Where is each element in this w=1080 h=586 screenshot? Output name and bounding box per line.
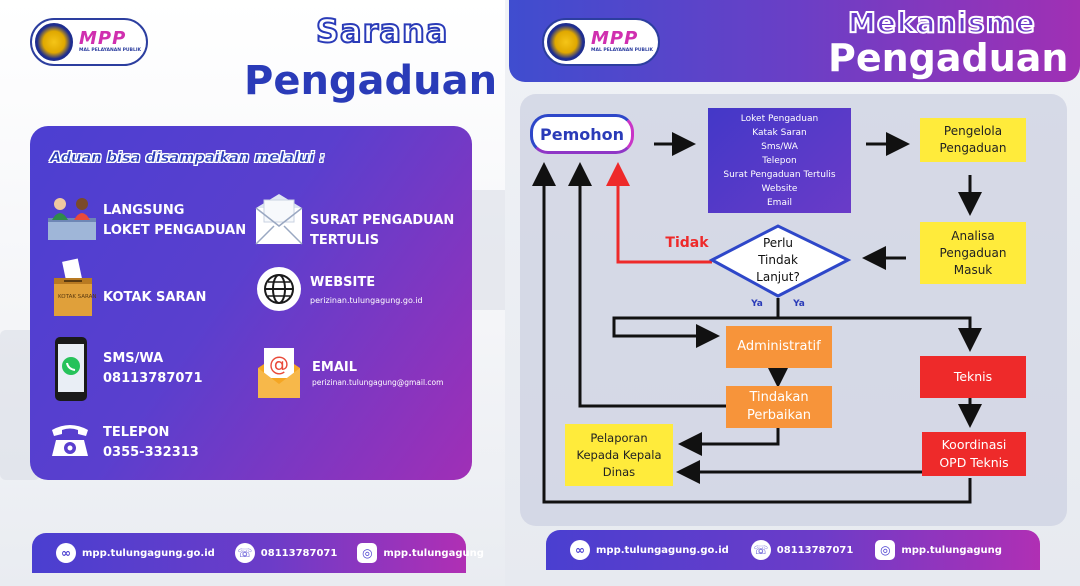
analisa-line: Pengaduan: [939, 245, 1007, 260]
telephone-icon: [52, 425, 88, 456]
channel-telepon-title: TELEPON: [103, 425, 170, 440]
analisa-line: Analisa: [951, 228, 995, 243]
mpp-logo: MPP MAL PELAYANAN PUBLIK: [30, 18, 148, 66]
footer-website[interactable]: ∞ mpp.tulungagung.go.id: [56, 543, 215, 563]
analisa-node: Analisa Pengaduan Masuk: [920, 222, 1026, 284]
email-icon: @: [258, 348, 300, 398]
channel-loket-title2: LOKET PENGADUAN: [103, 223, 247, 238]
counter-service-icon: [48, 198, 96, 240]
footer-instagram-text: mpp.tulungagung: [383, 547, 484, 559]
link-icon: ∞: [570, 540, 590, 560]
footer-phone-text: 08113787071: [260, 547, 338, 559]
footer-website-text: mpp.tulungagung.go.id: [596, 544, 729, 556]
analisa-line: Masuk: [953, 262, 993, 277]
tidak-label: Tidak: [665, 235, 709, 251]
suggestion-box-label: KOTAK SARAN: [58, 294, 97, 300]
ya-right-label: Ya: [793, 299, 805, 309]
envelope-icon: [255, 194, 303, 245]
channel-sms-title: SMS/WA: [103, 351, 164, 366]
globe-icon: [257, 267, 301, 311]
left-title-line1: Sarana: [315, 11, 449, 51]
footer-website-right[interactable]: ∞ mpp.tulungagung.go.id: [570, 540, 729, 560]
pelaporan-line: Kepada Kepala: [576, 447, 662, 462]
phone-icon: ☏: [750, 540, 771, 560]
pemohon-node: Pemohon: [530, 114, 634, 154]
footer-phone-right[interactable]: ☏ 08113787071: [750, 540, 854, 560]
channel-website-title: WEBSITE: [310, 275, 376, 290]
channel-telepon-number: 0355-332313: [103, 445, 199, 460]
pengelola-line: Pengaduan: [939, 141, 1007, 155]
right-title-line2: Pengaduan: [828, 36, 1069, 80]
logo-mpp-text-right: MPP: [591, 28, 639, 49]
footer-instagram-right[interactable]: ◎ mpp.tulungagung: [875, 540, 1002, 560]
channel-email-address: perizinan.tulungagung@gmail.com: [312, 378, 444, 387]
footer-instagram[interactable]: ◎ mpp.tulungagung: [357, 543, 484, 563]
phone-icon: ☏: [234, 543, 255, 563]
pengelola-node: Pengelola Pengaduan: [920, 118, 1026, 162]
decision-line: Perlu: [762, 235, 794, 250]
link-icon: ∞: [56, 543, 76, 563]
channel-loket-title1: LANGSUNG: [103, 203, 185, 218]
channels-list-item: Email: [767, 197, 792, 208]
channel-surat-title1: SURAT PENGADUAN: [310, 213, 455, 228]
whatsapp-phone-icon: [55, 337, 87, 401]
channel-email-title: EMAIL: [312, 360, 357, 375]
tindakan-node: Tindakan Perbaikan: [726, 386, 832, 428]
right-footer-bar: ∞ mpp.tulungagung.go.id ☏ 08113787071 ◎ …: [546, 530, 1040, 570]
koordinasi-line: Koordinasi: [941, 437, 1007, 452]
tindakan-line: Perbaikan: [746, 408, 812, 423]
channels-list-item: Sms/WA: [761, 141, 798, 152]
mpp-logo-right: MPP MAL PELAYANAN PUBLIK: [542, 18, 660, 66]
koordinasi-line: OPD Teknis: [939, 455, 1009, 470]
left-footer-bar: ∞ mpp.tulungagung.go.id ☏ 08113787071 ◎ …: [32, 533, 484, 573]
regency-emblem-icon-right: [547, 23, 585, 61]
pengelola-line: Pengelola: [943, 124, 1003, 138]
logo-subtitle: MAL PELAYANAN PUBLIK: [79, 48, 141, 53]
tindakan-line: Tindakan: [749, 390, 809, 405]
channels-list-item: Loket Pengaduan: [740, 113, 819, 124]
footer-website-text: mpp.tulungagung.go.id: [82, 547, 215, 559]
instagram-icon: ◎: [357, 543, 378, 563]
channels-list-item: Katak Saran: [752, 127, 807, 138]
pelaporan-line: Pelaporan: [590, 430, 648, 445]
decision-line: Lanjut?: [756, 269, 800, 284]
pelaporan-line: Dinas: [602, 464, 636, 479]
channels-list-item: Website: [761, 183, 798, 194]
decision-line: Tindak: [758, 252, 798, 267]
svg-text:@: @: [269, 352, 289, 376]
ya-left-label: Ya: [751, 299, 763, 309]
channels-list-item: Telepon: [762, 155, 797, 166]
decision-node: Perlu Tindak Lanjut?: [740, 232, 816, 288]
left-title-line2: Pengaduan: [244, 58, 498, 104]
footer-phone-text: 08113787071: [776, 544, 854, 556]
channels-list-item: Surat Pengaduan Tertulis: [723, 169, 836, 180]
logo-subtitle-right: MAL PELAYANAN PUBLIK: [591, 48, 653, 53]
pelaporan-node: Pelaporan Kepada Kepala Dinas: [565, 424, 673, 486]
suggestion-box-icon: [54, 258, 92, 316]
channels-card: [30, 126, 472, 480]
channel-sms-number: 08113787071: [103, 371, 203, 386]
channel-kotak-title: KOTAK SARAN: [103, 290, 207, 305]
channel-surat-title2: TERTULIS: [310, 233, 380, 248]
footer-phone[interactable]: ☏ 08113787071: [234, 543, 338, 563]
right-title-line1: Mekanisme: [847, 5, 1036, 40]
card-heading: Aduan bisa disampaikan melalui :: [50, 150, 326, 166]
instagram-icon: ◎: [875, 540, 896, 560]
channels-list-node: Loket Pengaduan Katak Saran Sms/WA Telep…: [708, 108, 851, 213]
koordinasi-node: Koordinasi OPD Teknis: [922, 432, 1026, 476]
regency-emblem-icon: [35, 23, 73, 61]
channel-website-url: perizinan.tulungagung.go.id: [310, 296, 423, 305]
footer-instagram-text: mpp.tulungagung: [901, 544, 1002, 556]
administratif-node: Administratif: [726, 326, 832, 368]
logo-mpp-text: MPP: [79, 28, 127, 49]
teknis-node: Teknis: [920, 356, 1026, 398]
